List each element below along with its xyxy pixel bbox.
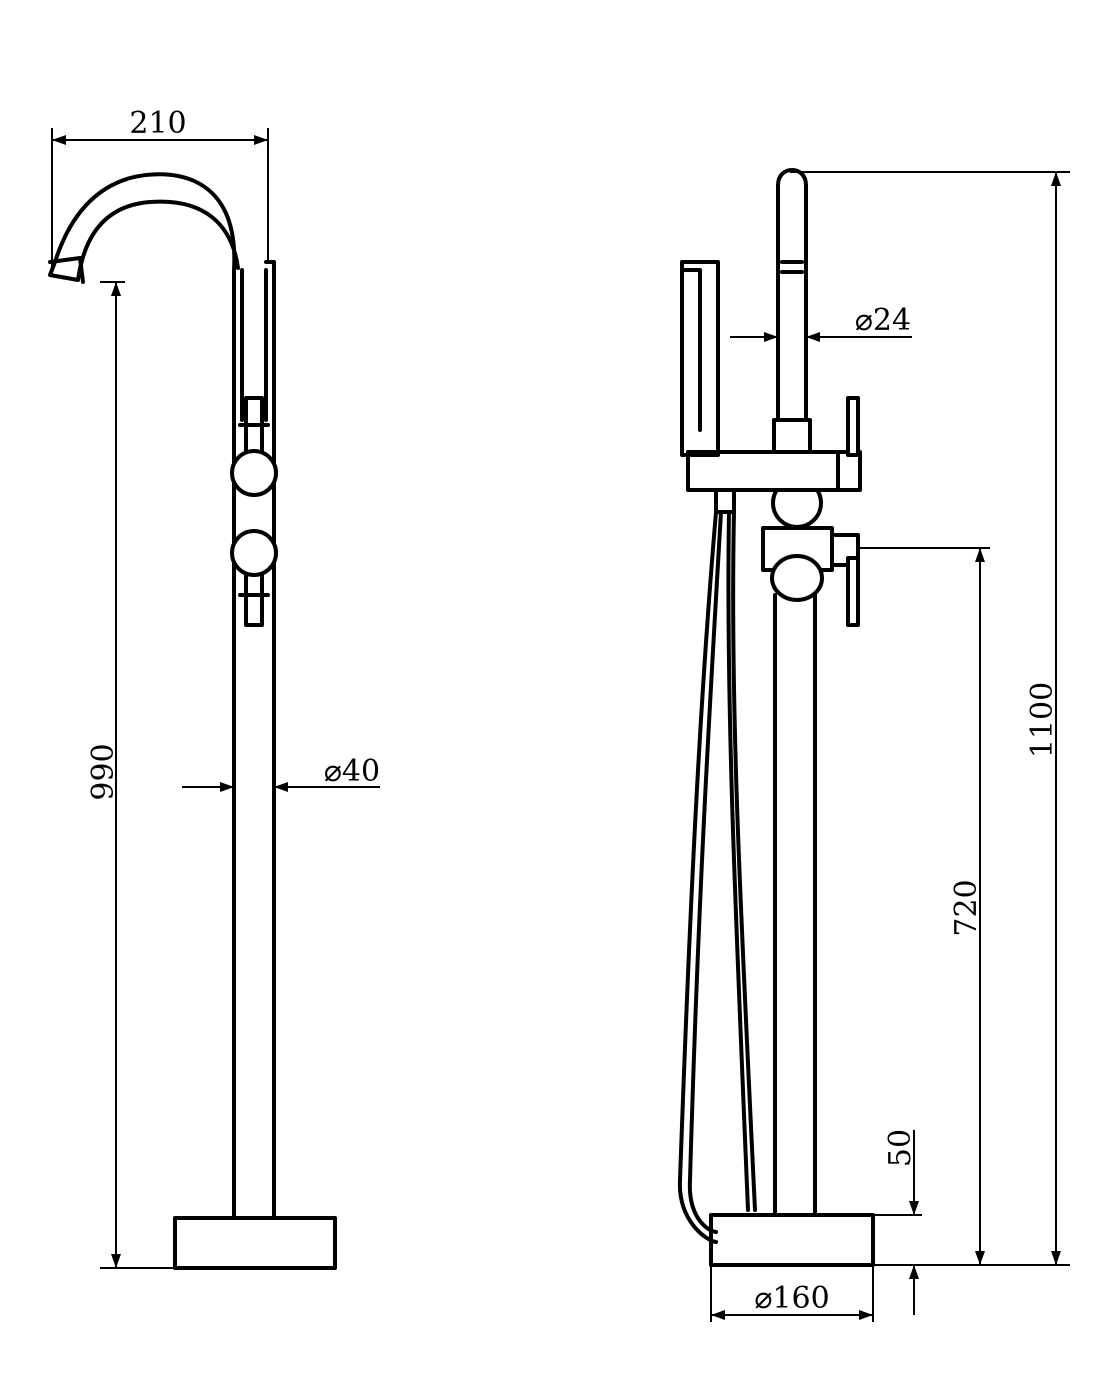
dim-total-height: 1100 xyxy=(1025,682,1060,758)
front-upper-valve-body xyxy=(686,450,840,492)
front-spray-ring xyxy=(780,260,804,274)
front-lower-lever-stem xyxy=(846,556,860,627)
side-upper-knob xyxy=(230,449,278,497)
dim-spray-diameter: ⌀24 xyxy=(855,303,911,338)
side-pipe-inner-lines xyxy=(240,268,268,422)
front-upper-lever xyxy=(836,450,862,492)
dim-spout-height: 990 xyxy=(86,743,121,800)
side-lower-knob xyxy=(230,529,278,577)
front-view xyxy=(677,168,875,1267)
side-base xyxy=(173,1216,337,1270)
front-main-pipe xyxy=(773,593,817,1217)
side-dimensions: 210 990 ⌀40 xyxy=(51,106,380,1269)
front-dimensions: 1100 720 ⌀24 ⌀160 50 xyxy=(710,171,1070,1322)
side-main-pipe xyxy=(232,268,276,1220)
front-base xyxy=(709,1213,875,1267)
dim-base-diameter: ⌀160 xyxy=(754,1281,829,1316)
dim-base-height: 50 xyxy=(883,1129,918,1167)
dim-valve-height: 720 xyxy=(949,879,984,936)
front-hand-shower xyxy=(680,260,720,457)
front-hose xyxy=(677,510,757,1244)
side-spout-tip xyxy=(48,256,85,284)
front-lower-valve-knob xyxy=(770,554,824,602)
front-spray-pipe xyxy=(776,168,808,427)
side-view xyxy=(48,172,337,1270)
front-hose-connector xyxy=(714,488,736,514)
front-upper-lever-stem xyxy=(846,396,860,457)
dim-pipe-diameter: ⌀40 xyxy=(324,754,380,789)
side-spout xyxy=(48,172,240,282)
front-spray-collar xyxy=(772,418,812,454)
dim-spout-reach: 210 xyxy=(129,106,186,141)
